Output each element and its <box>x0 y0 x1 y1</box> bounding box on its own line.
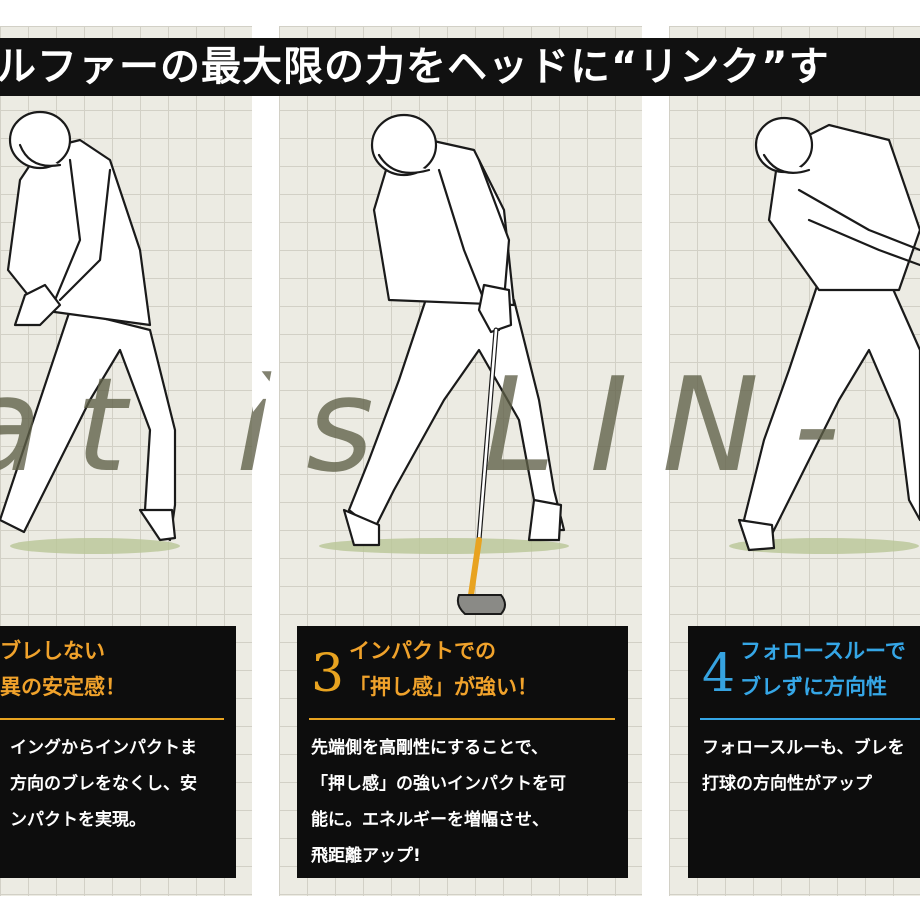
feature-title-line2: 「押し感」が強い！ <box>349 674 538 699</box>
divider <box>700 718 920 720</box>
title-banner-text: ルファーの最大限の力をヘッドに“リンク”す <box>0 44 830 90</box>
club-grip <box>468 537 482 598</box>
feature-title-line1: ブレしない <box>0 638 105 663</box>
chevron-right-icon <box>643 360 663 412</box>
ground-shadow <box>10 538 180 554</box>
feature-card-4: 4 フォロースルーで ブレずに方向性 フォロースルーも、ブレを 打球の方向性がア… <box>688 626 920 878</box>
feature-body-line1: フォロースルーも、ブレを <box>702 738 905 758</box>
golfer-impact-illustration <box>342 113 566 615</box>
divider <box>0 718 224 720</box>
feature-body-line4: 飛距離アップ! <box>311 846 421 866</box>
feature-title-line2: ブレずに方向性 <box>740 674 887 699</box>
chevron-right-icon <box>253 360 273 412</box>
feature-number: 4 <box>702 644 736 704</box>
feature-card-3: 3 インパクトでの 「押し感」が強い！ 先端側を高剛性にすることで、 「押し感」… <box>297 626 628 878</box>
feature-body-line1: 先端側を高剛性にすることで、 <box>311 738 548 758</box>
feature-body-line2: 方向のブレをなくし、安 <box>10 774 197 794</box>
divider <box>309 718 615 720</box>
feature-body-line3: 能に。エネルギーを増幅させ、 <box>311 810 549 830</box>
feature-card-2: ブレしない 異の安定感！ イングからインパクトま 方向のブレをなくし、安 ンパク… <box>0 626 236 878</box>
feature-title-line1: インパクトでの <box>349 638 496 663</box>
golfer-follow-through-illustration <box>737 116 920 552</box>
club-head <box>456 594 506 615</box>
feature-number: 3 <box>311 644 345 704</box>
feature-body-line3: ンパクトを実現。 <box>10 810 146 830</box>
title-banner: ルファーの最大限の力をヘッドに“リンク”す <box>0 38 920 96</box>
feature-body-line2: 「押し感」の強いインパクトを可 <box>311 774 566 794</box>
feature-body-line1: イングからインパクトま <box>10 738 197 758</box>
ground-shadow <box>319 538 569 554</box>
feature-title-line1: フォロースルーで <box>740 638 906 663</box>
golfer-downswing-illustration <box>0 110 177 542</box>
feature-body-line2: 打球の方向性がアップ <box>702 774 872 794</box>
feature-title-line2: 異の安定感！ <box>0 674 126 699</box>
ground-shadow <box>729 538 919 554</box>
